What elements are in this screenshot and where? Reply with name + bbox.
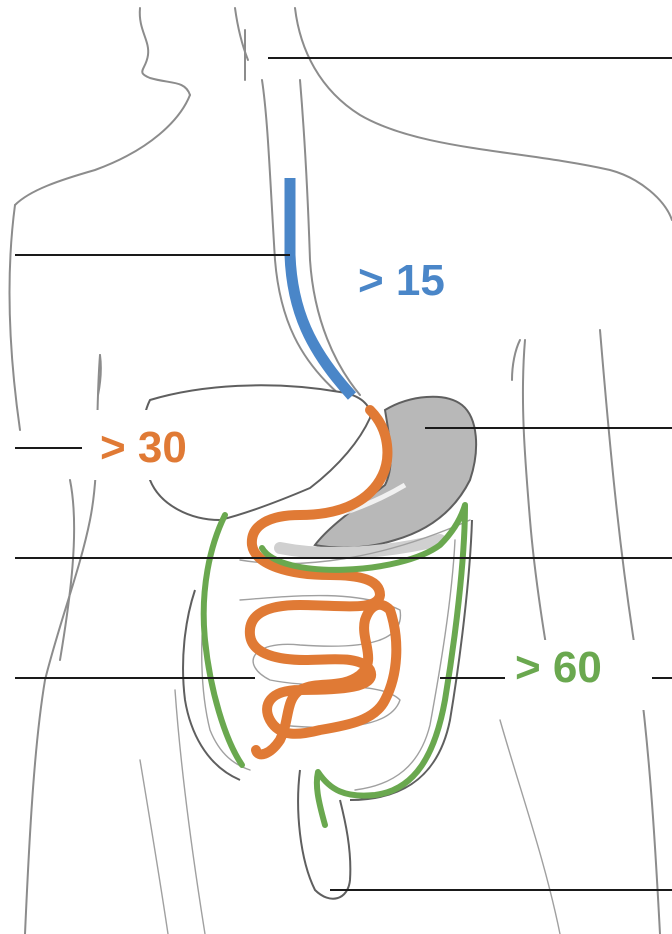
label-colon: > 60 [515,643,602,692]
label-esophagus: > 15 [358,256,445,305]
label-small-intestine: > 30 [100,423,187,472]
esophagus-segment [290,178,352,396]
esophagus [245,30,360,395]
